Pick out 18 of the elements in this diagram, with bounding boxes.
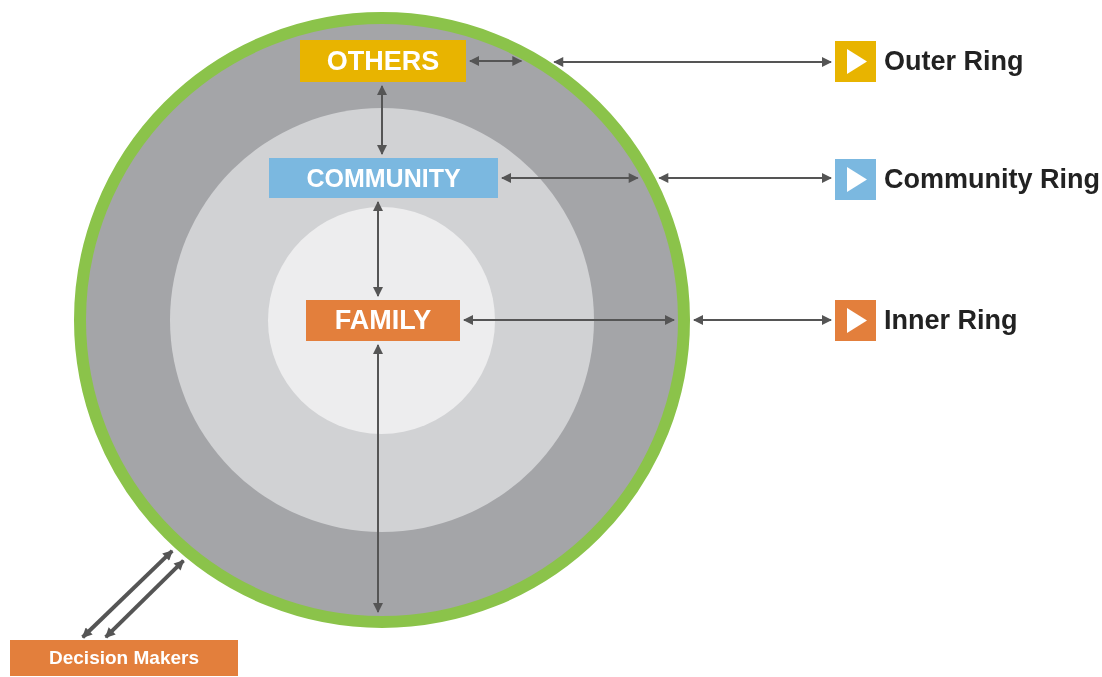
double-arrow (501, 173, 639, 183)
family-label: FAMILY (306, 300, 460, 341)
double-arrow (658, 173, 832, 183)
ring-name: Inner Ring (884, 305, 1018, 336)
double-arrow (377, 85, 387, 155)
double-arrow (553, 57, 832, 67)
double-arrow (373, 201, 383, 297)
double-arrow (693, 315, 832, 325)
ring-name: Outer Ring (884, 46, 1024, 77)
others-label: OTHERS (300, 40, 466, 82)
double-arrow (463, 315, 675, 325)
double-arrow (469, 56, 523, 66)
double-arrow (104, 559, 185, 639)
double-arrow (81, 549, 174, 639)
community-label: COMMUNITY (269, 158, 498, 198)
decision-makers-label: Decision Makers (10, 640, 238, 676)
double-arrow (373, 344, 383, 613)
ring-name: Community Ring (884, 164, 1100, 195)
